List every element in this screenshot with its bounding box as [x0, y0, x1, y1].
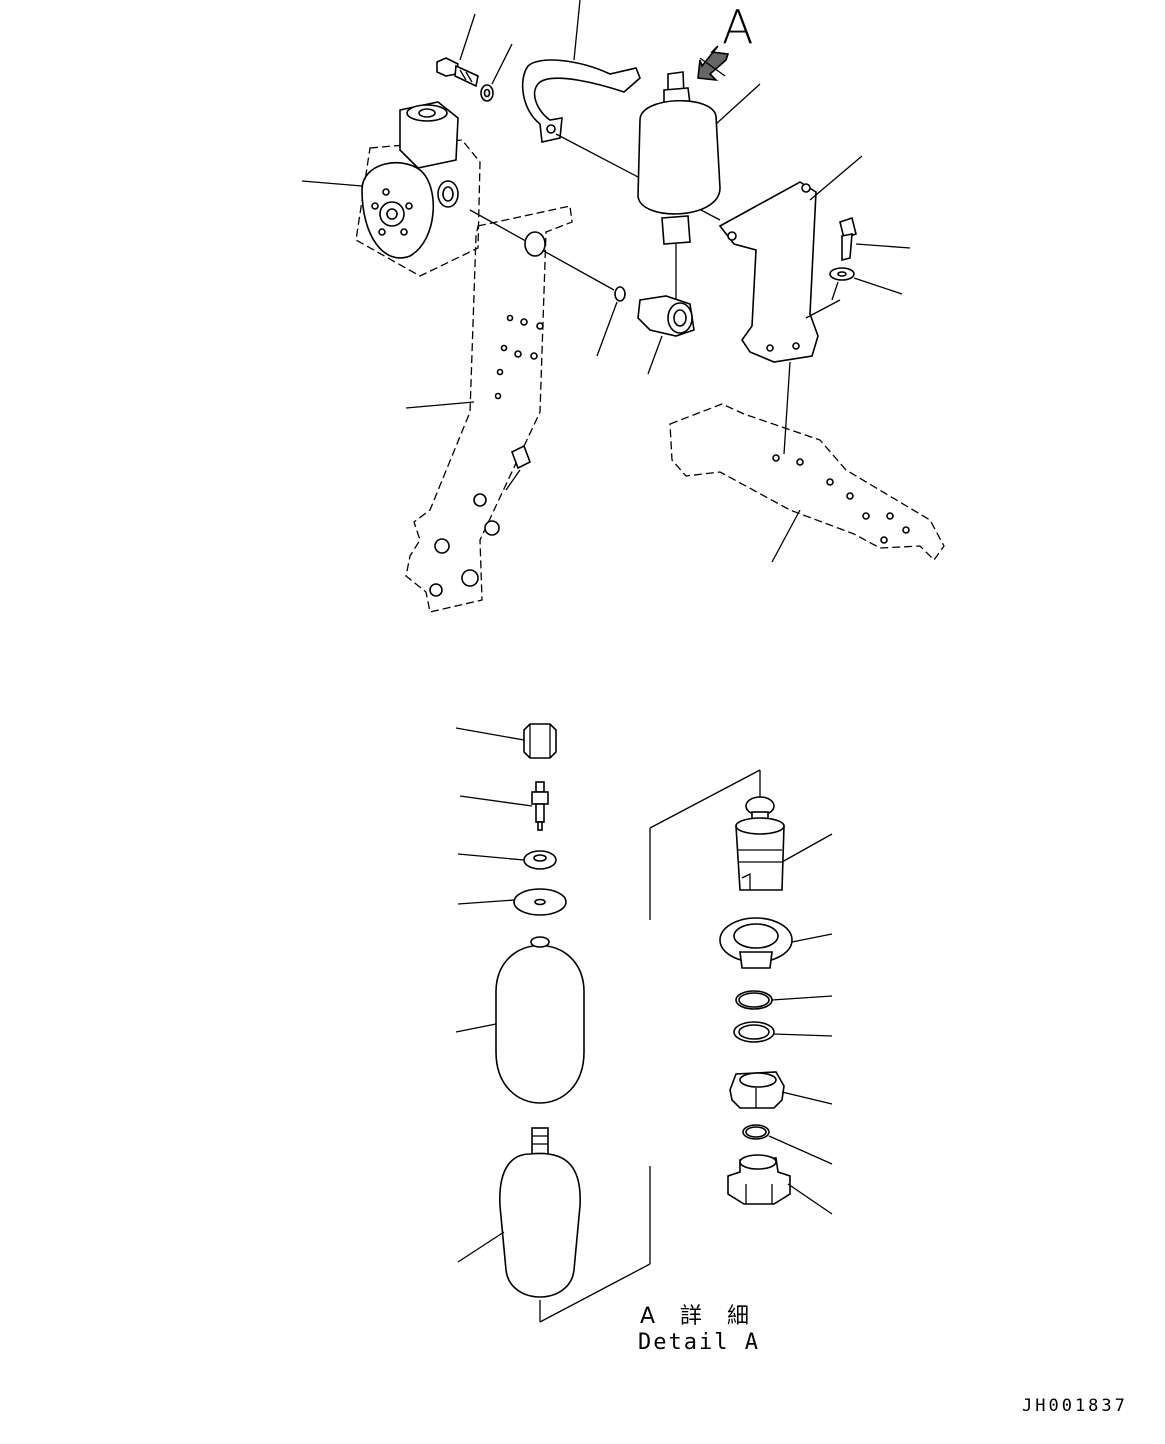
bolt-right — [839, 216, 911, 262]
backup-ring — [733, 1021, 833, 1043]
drawing-id: JH001837 — [1022, 1396, 1128, 1416]
main-bracket — [405, 205, 573, 613]
accumulator — [637, 71, 761, 300]
bolt-top — [436, 13, 479, 88]
poppet-valve — [735, 796, 833, 891]
detail-bracket-lines — [539, 769, 761, 1323]
o-ring-lower — [742, 1124, 833, 1165]
washer — [457, 888, 567, 916]
view-arrow-icon — [697, 45, 730, 82]
view-label: A — [722, 0, 754, 54]
support-bracket — [718, 155, 863, 455]
washer-right — [829, 267, 903, 301]
elbow-fitting — [637, 295, 695, 375]
port-plug — [719, 917, 833, 969]
nut — [457, 850, 557, 870]
lock-nut — [729, 1071, 833, 1109]
lower-frame — [669, 403, 945, 563]
detail-label-jp: A 詳 細 — [640, 1304, 759, 1329]
detail-label-en: Detail A — [638, 1330, 760, 1355]
strap-clamp — [521, 0, 721, 221]
valve-body — [727, 1154, 833, 1215]
o-ring — [735, 990, 833, 1010]
shell — [457, 1127, 581, 1298]
valve-block — [301, 101, 481, 277]
valve-core — [459, 781, 549, 831]
washer-top — [480, 43, 513, 102]
cap — [455, 723, 557, 759]
bladder — [455, 936, 585, 1104]
